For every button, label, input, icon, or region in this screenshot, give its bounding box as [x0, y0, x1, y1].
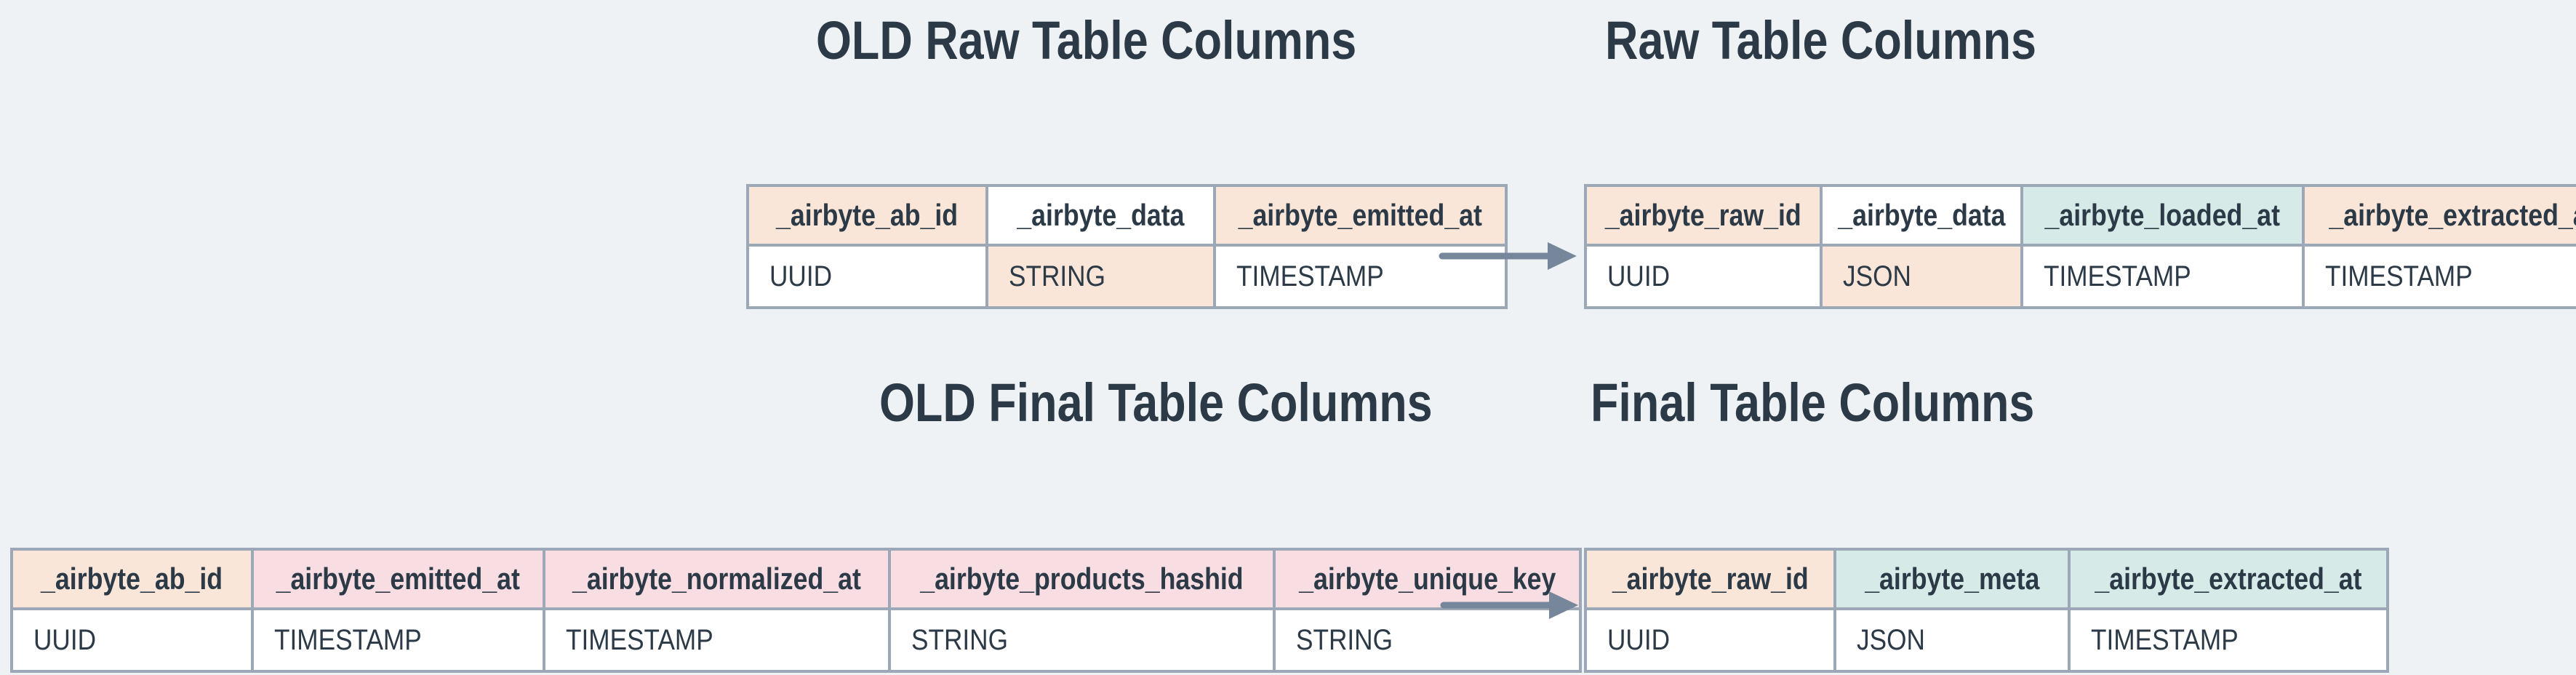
cell-label: TIMESTAMP: [2324, 260, 2473, 292]
column-name-cell: _airbyte_ab_id: [746, 184, 988, 247]
column-type-cell: STRING: [985, 244, 1216, 309]
cell-label: UUID: [33, 623, 97, 656]
column-type-cell: TIMESTAMP: [2301, 244, 2576, 309]
column-types-row: UUID TIMESTAMP TIMESTAMP STRING STRING: [10, 607, 1583, 673]
old-raw-table-columns-title: OLD Raw Table Columns: [816, 10, 1357, 71]
column-names-row: _airbyte_ab_id _airbyte_emitted_at _airbyt…: [10, 548, 1583, 610]
column-type-cell: UUID: [1584, 244, 1823, 309]
cell-label: _airbyte_ab_id: [776, 198, 959, 232]
column-type-cell: JSON: [1833, 607, 2071, 673]
column-names-row: _airbyte_raw_id _airbyte_meta _airbyte_ext…: [1584, 548, 2389, 610]
cell-label: TIMESTAMP: [274, 623, 422, 656]
final-columns-table: _airbyte_raw_id _airbyte_meta _airbyte_ext…: [1584, 548, 2389, 673]
cell-label: TIMESTAMP: [1236, 260, 1384, 292]
cell-label: _airbyte_raw_id: [1612, 562, 1809, 596]
column-type-cell: STRING: [1272, 607, 1583, 673]
cell-label: _airbyte_extracted_at: [2329, 198, 2576, 232]
cell-label: _airbyte_emitted_at: [276, 562, 521, 596]
column-type-cell: UUID: [10, 607, 254, 673]
column-name-cell: _airbyte_extracted_at: [2301, 184, 2576, 247]
column-name-cell: _airbyte_data: [1819, 184, 2024, 247]
cell-label: UUID: [1607, 623, 1671, 656]
cell-label: TIMESTAMP: [2044, 260, 2192, 292]
cell-label: TIMESTAMP: [566, 623, 713, 656]
cell-label: _airbyte_ab_id: [41, 562, 223, 596]
column-name-cell: _airbyte_data: [985, 184, 1216, 247]
cell-label: _airbyte_meta: [1864, 562, 2040, 596]
cell-label: _airbyte_loaded_at: [2044, 198, 2281, 232]
column-name-cell: _airbyte_emitted_at: [1213, 184, 1508, 247]
column-name-cell: _airbyte_ab_id: [10, 548, 254, 610]
column-name-cell: _airbyte_loaded_at: [2020, 184, 2305, 247]
cell-label: TIMESTAMP: [2091, 623, 2239, 656]
old-final-table-columns-title: OLD Final Table Columns: [879, 372, 1433, 433]
column-names-row: _airbyte_ab_id _airbyte_data _airbyte_emit…: [746, 184, 1508, 247]
cell-label: _airbyte_emitted_at: [1238, 198, 1482, 232]
column-type-cell: STRING: [888, 607, 1276, 673]
column-type-cell: TIMESTAMP: [2068, 607, 2389, 673]
cell-label: JSON: [1857, 623, 1925, 656]
column-type-cell: TIMESTAMP: [2020, 244, 2305, 309]
column-type-cell: UUID: [1584, 607, 1836, 673]
column-name-cell: _airbyte_normalized_at: [543, 548, 891, 610]
cell-label: UUID: [769, 260, 833, 292]
column-name-cell: _airbyte_extracted_at: [2068, 548, 2389, 610]
column-type-cell: UUID: [746, 244, 988, 309]
raw-migration-right-arrow-icon: [1439, 240, 1577, 272]
cell-label: _airbyte_normalized_at: [572, 562, 861, 596]
raw-columns-table: _airbyte_raw_id _airbyte_data _airbyte_loa…: [1584, 184, 2576, 309]
final-table-columns-title: Final Table Columns: [1591, 372, 2035, 433]
cell-label: UUID: [1607, 260, 1671, 292]
cell-label: _airbyte_data: [1017, 198, 1185, 232]
cell-label: _airbyte_data: [1837, 198, 2006, 232]
old-raw-columns-table: _airbyte_ab_id _airbyte_data _airbyte_emit…: [746, 184, 1508, 309]
column-name-cell: _airbyte_products_hashid: [888, 548, 1276, 610]
column-types-row: UUID JSON TIMESTAMP TIMESTAMP: [1584, 244, 2576, 309]
column-type-cell: JSON: [1819, 244, 2024, 309]
cell-label: STRING: [1295, 623, 1393, 656]
column-name-cell: _airbyte_raw_id: [1584, 184, 1823, 247]
column-type-cell: TIMESTAMP: [251, 607, 545, 673]
cell-label: STRING: [1009, 260, 1105, 292]
column-type-cell: TIMESTAMP: [543, 607, 891, 673]
column-name-cell: _airbyte_emitted_at: [251, 548, 545, 610]
cell-label: _airbyte_products_hashid: [920, 562, 1244, 596]
cell-label: _airbyte_extracted_at: [2095, 562, 2362, 596]
final-migration-right-arrow-icon: [1440, 589, 1578, 621]
column-types-row: UUID STRING TIMESTAMP: [746, 244, 1508, 309]
cell-label: _airbyte_unique_key: [1298, 562, 1556, 596]
column-name-cell: _airbyte_raw_id: [1584, 548, 1836, 610]
column-names-row: _airbyte_raw_id _airbyte_data _airbyte_loa…: [1584, 184, 2576, 247]
cell-label: JSON: [1842, 260, 1911, 292]
old-final-columns-table: _airbyte_ab_id _airbyte_emitted_at _airbyt…: [10, 548, 1583, 673]
cell-label: _airbyte_raw_id: [1604, 198, 1801, 232]
column-name-cell: _airbyte_meta: [1833, 548, 2071, 610]
column-types-row: UUID JSON TIMESTAMP: [1584, 607, 2389, 673]
raw-table-columns-title: Raw Table Columns: [1605, 10, 2036, 71]
column-name-cell: _airbyte_unique_key: [1272, 548, 1583, 610]
cell-label: STRING: [911, 623, 1008, 656]
